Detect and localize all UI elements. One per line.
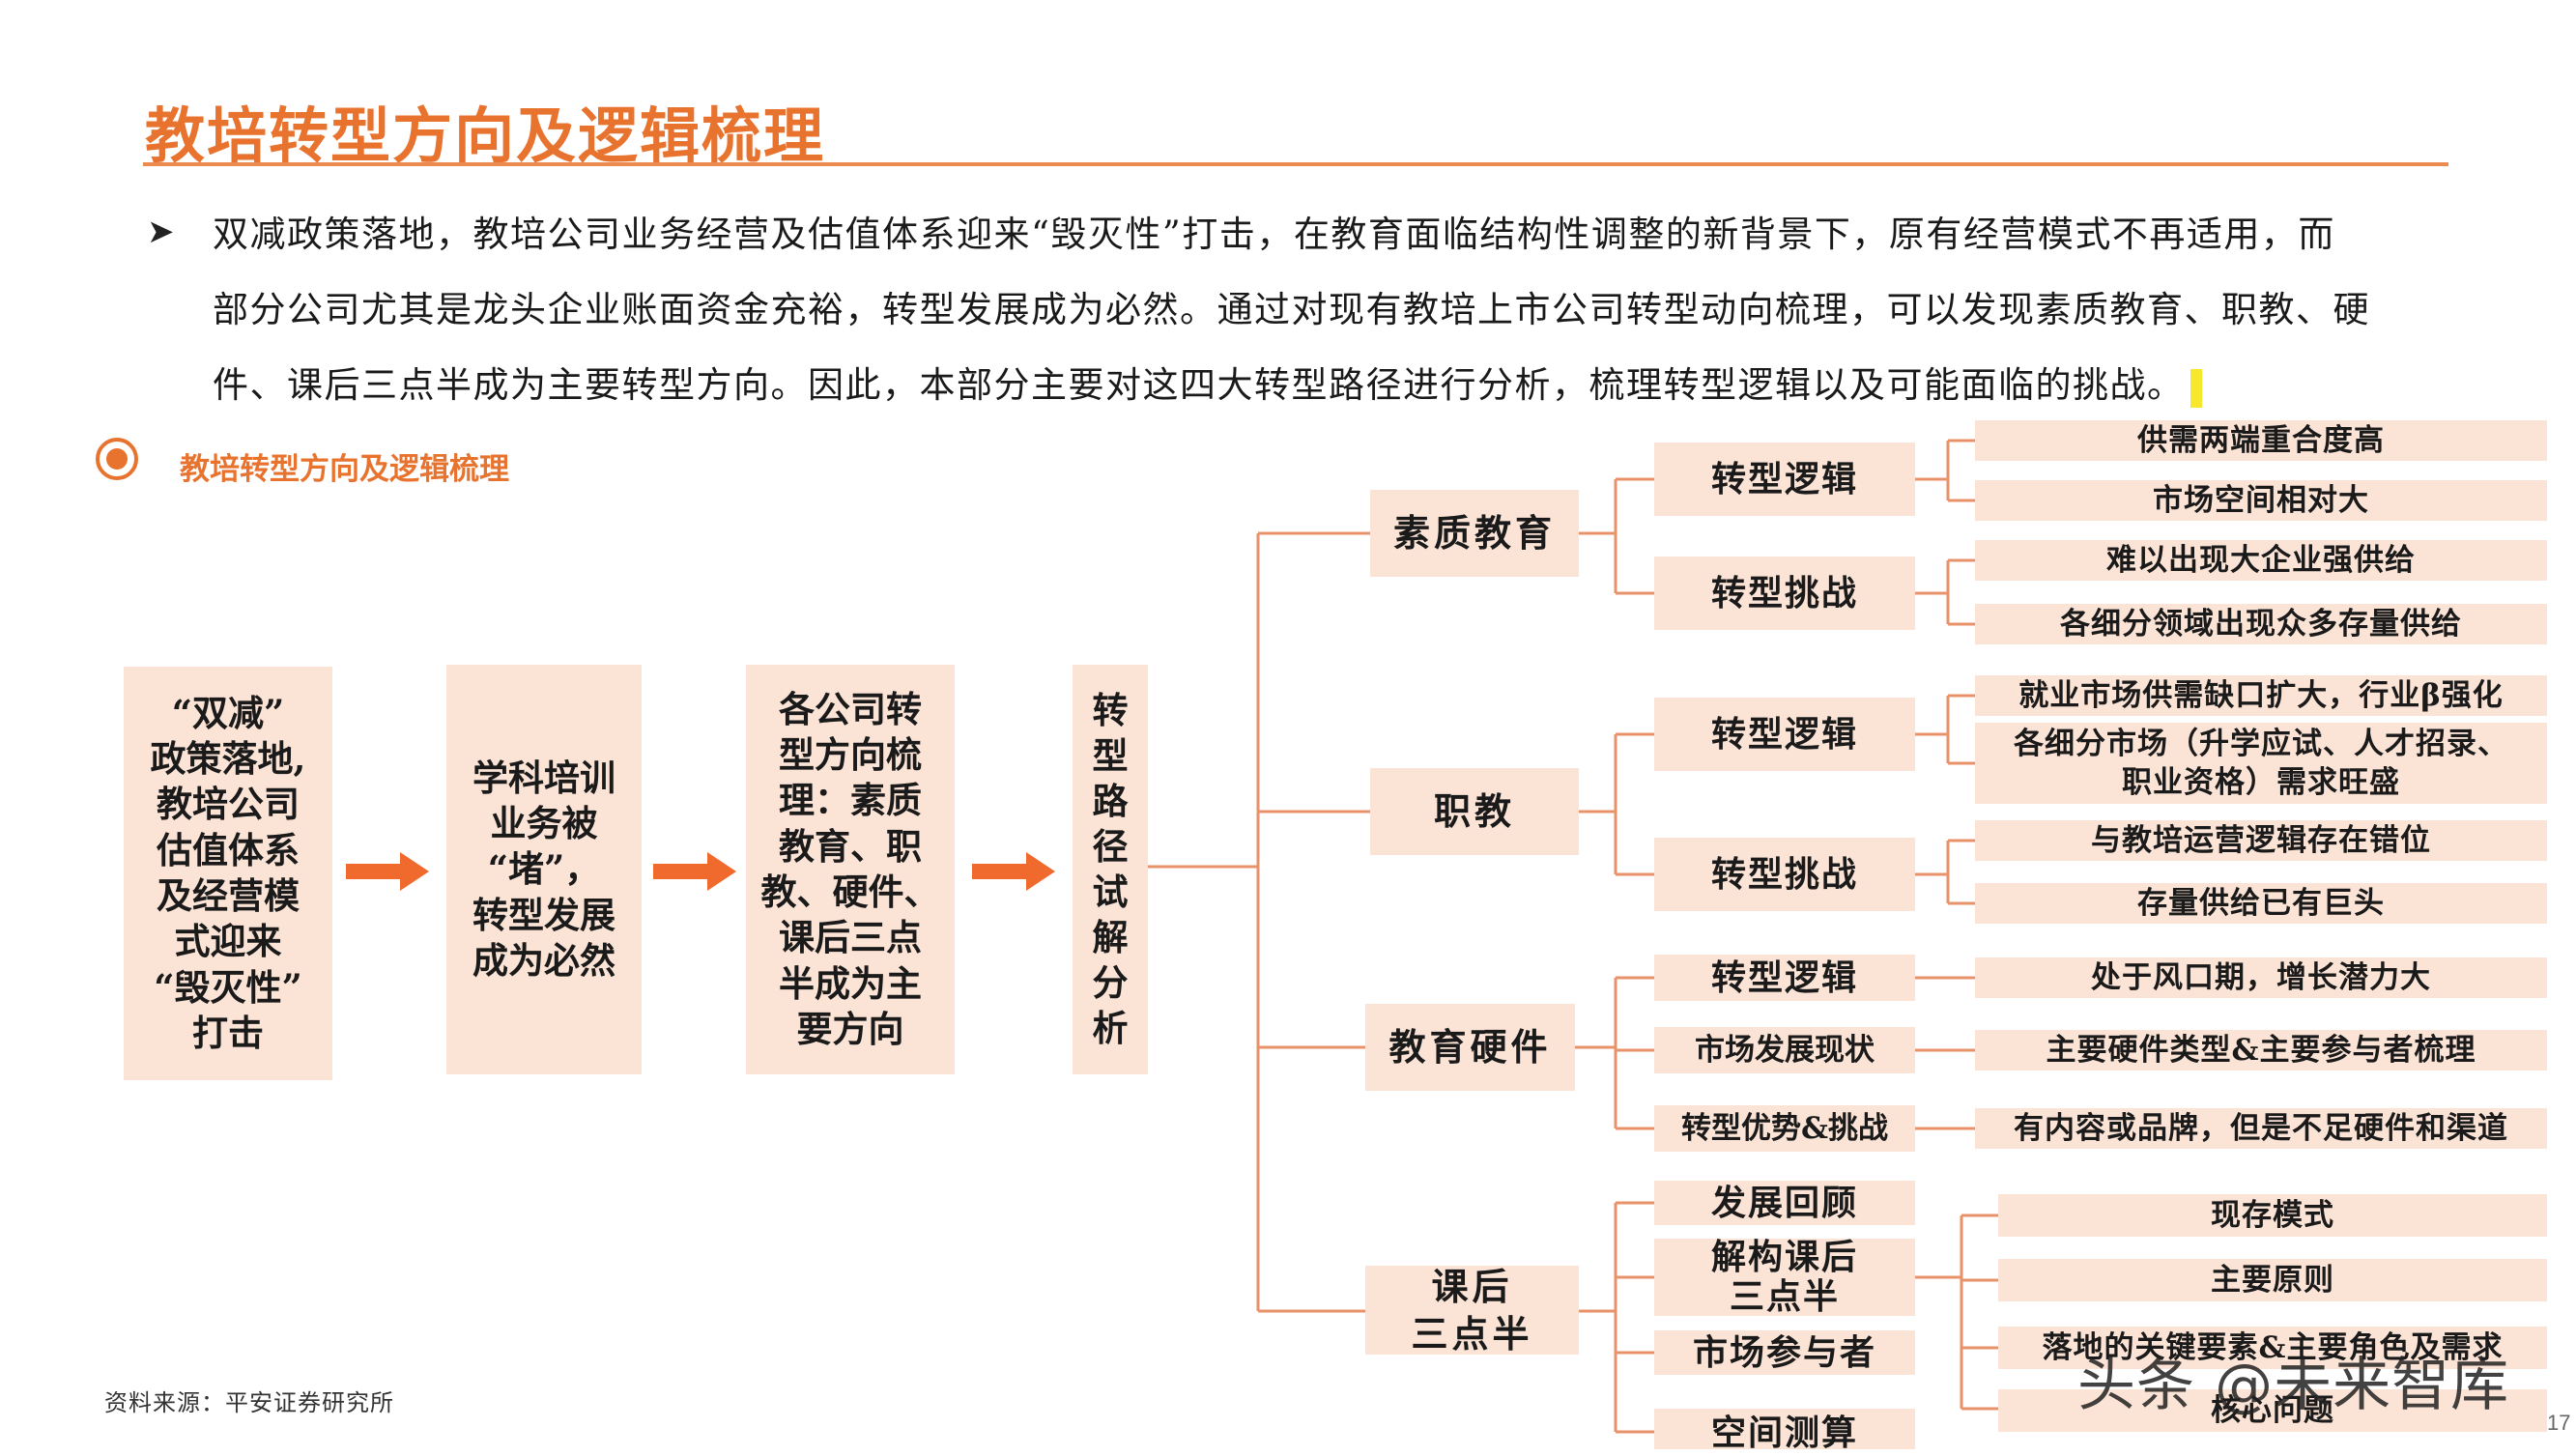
leaf-quality-challenge-1: 难以出现大企业强供给 bbox=[1975, 540, 2547, 581]
arrow-right-icon bbox=[346, 852, 429, 891]
category-after-school-line2: 三点半 bbox=[1411, 1312, 1533, 1356]
bullet-line-1: 双减政策落地，教培公司业务经营及估值体系迎来“毁灭性”打击，在教育面临结构性调整… bbox=[213, 214, 2335, 255]
flow-text-line: 成为必然 bbox=[472, 939, 615, 983]
flow-box-company-direction-text: 各公司转 型方向梳 理：素质 教育、职 教、硬件、 课后三点 半成为主 要方向 bbox=[761, 687, 940, 1053]
node-quality-challenge: 转型挑战 bbox=[1654, 557, 1915, 630]
leaf-quality-challenge-2: 各细分领域出现众多存量供给 bbox=[1975, 604, 2547, 644]
page-title: 教培转型方向及逻辑梳理 bbox=[145, 100, 826, 171]
watermark: 头条 @未来智库 bbox=[2077, 1352, 2510, 1419]
category-after-school: 课后 三点半 bbox=[1365, 1264, 1579, 1356]
node-afterschool-deconstruct-line2: 三点半 bbox=[1729, 1276, 1840, 1317]
arrow-right-icon bbox=[653, 852, 736, 891]
node-hardware-logic: 转型逻辑 bbox=[1654, 955, 1915, 1001]
node-vocational-challenge: 转型挑战 bbox=[1654, 838, 1915, 911]
flow-text-char: 路 bbox=[1092, 780, 1129, 823]
flow-text-line: 式迎来 bbox=[174, 920, 282, 963]
leaf-afterschool-key-factors: 落地的关键要素&主要角色及需求 bbox=[1998, 1327, 2547, 1369]
leaf-hardware-logic: 处于风口期，增长潜力大 bbox=[1975, 957, 2547, 998]
flow-text-line: 教培公司 bbox=[156, 783, 300, 826]
flow-text-line: 打击 bbox=[191, 1012, 264, 1055]
leaf-vocational-challenge-2: 存量供给已有巨头 bbox=[1975, 883, 2547, 924]
leaf-vocational-logic-1: 就业市场供需缺口扩大，行业β强化 bbox=[1975, 675, 2547, 716]
flow-text-char: 型 bbox=[1092, 734, 1129, 778]
flow-text-line: “双减” bbox=[171, 691, 285, 734]
node-afterschool-participants: 市场参与者 bbox=[1654, 1330, 1915, 1375]
flow-text-line: 及经营模 bbox=[156, 874, 300, 917]
flow-text-line: 要方向 bbox=[796, 1008, 904, 1051]
bullet-line-3-text: 件、课后三点半成为主要转型方向。因此，本部分主要对这四大转型路径进行分析，梳理转… bbox=[213, 364, 2185, 406]
node-vocational-logic: 转型逻辑 bbox=[1654, 698, 1915, 771]
page-number: 17 bbox=[2547, 1411, 2571, 1435]
leaf-quality-logic-1: 供需两端重合度高 bbox=[1975, 420, 2547, 461]
node-hardware-status: 市场发展现状 bbox=[1654, 1027, 1915, 1073]
category-after-school-line1: 课后 bbox=[1431, 1264, 1513, 1308]
chevron-right-icon: ➤ bbox=[147, 213, 175, 251]
arrow-right-icon bbox=[972, 852, 1055, 891]
flow-text-char: 试 bbox=[1092, 871, 1129, 913]
leaf-vocational-logic-2-line1: 各细分市场（升学应试、人才招录、 bbox=[2014, 726, 2508, 761]
flow-text-line: 学科培训 bbox=[472, 756, 615, 799]
flow-text-line: 各公司转 bbox=[779, 687, 922, 730]
node-afterschool-deconstruct: 解构课后 三点半 bbox=[1654, 1236, 1915, 1317]
node-afterschool-review: 发展回顾 bbox=[1654, 1181, 1915, 1225]
flow-text-line: 政策落地, bbox=[150, 736, 306, 780]
node-afterschool-deconstruct-line1: 解构课后 bbox=[1710, 1236, 1858, 1277]
bullet-line-2: 部分公司尤其是龙头企业账面资金充裕，转型发展成为必然。通过对现有教培上市公司转型… bbox=[213, 289, 2370, 330]
highlight-marker bbox=[2190, 368, 2202, 408]
node-hardware-advantage: 转型优势&挑战 bbox=[1654, 1105, 1915, 1152]
leaf-vocational-logic-2: 各细分市场（升学应试、人才招录、 职业资格）需求旺盛 bbox=[1975, 723, 2547, 804]
flow-text-char: 解 bbox=[1092, 915, 1129, 958]
flow-box-policy: “双减” 政策落地, 教培公司 估值体系 及经营模 式迎来 “毁灭性” 打击 bbox=[124, 667, 332, 1080]
leaf-hardware-status: 主要硬件类型&主要参与者梳理 bbox=[1975, 1030, 2547, 1071]
category-quality-education: 素质教育 bbox=[1370, 490, 1579, 577]
flow-box-transform-path: 转 型 路 径 试 解 分 析 bbox=[1073, 665, 1148, 1074]
source-note: 资料来源：平安证券研究所 bbox=[104, 1389, 394, 1416]
flow-text-line: 估值体系 bbox=[156, 828, 300, 871]
category-vocational: 职教 bbox=[1370, 768, 1579, 855]
leaf-vocational-logic-2-line2: 职业资格）需求旺盛 bbox=[2122, 765, 2400, 800]
flow-text-line: 业务被 bbox=[490, 801, 598, 844]
target-icon bbox=[96, 438, 138, 480]
section-label: 教培转型方向及逻辑梳理 bbox=[180, 452, 509, 487]
flow-text-char: 分 bbox=[1092, 960, 1129, 1004]
flow-text-line: 理：素质 bbox=[779, 779, 922, 822]
flow-text-line: “毁灭性” bbox=[154, 965, 302, 1009]
category-education-hardware: 教育硬件 bbox=[1365, 1004, 1575, 1091]
flow-text-line: 型方向梳 bbox=[779, 732, 922, 776]
flow-text-line: 课后三点 bbox=[779, 916, 922, 959]
flow-box-company-direction: 各公司转 型方向梳 理：素质 教育、职 教、硬件、 课后三点 半成为主 要方向 bbox=[746, 665, 955, 1074]
leaf-quality-logic-2: 市场空间相对大 bbox=[1975, 480, 2547, 521]
flow-box-subject-training: 学科培训 业务被 “堵”， 转型发展 成为必然 bbox=[446, 665, 642, 1074]
flow-text-line: 转型发展 bbox=[472, 893, 615, 936]
leaf-hardware-advantage: 有内容或品牌，但是不足硬件和渠道 bbox=[1975, 1108, 2547, 1149]
flow-box-transform-path-text: 转 型 路 径 试 解 分 析 bbox=[1093, 688, 1129, 1051]
flow-box-policy-text: “双减” 政策落地, 教培公司 估值体系 及经营模 式迎来 “毁灭性” 打击 bbox=[151, 691, 306, 1057]
flow-text-line: “堵”， bbox=[487, 847, 601, 891]
flow-text-line: 教、硬件、 bbox=[760, 871, 940, 913]
flow-box-subject-training-text: 学科培训 业务被 “堵”， 转型发展 成为必然 bbox=[472, 756, 615, 985]
flow-text-line: 半成为主 bbox=[779, 961, 922, 1005]
node-afterschool-space: 空间测算 bbox=[1654, 1409, 1915, 1453]
title-divider bbox=[143, 162, 2448, 166]
leaf-vocational-challenge-1: 与教培运营逻辑存在错位 bbox=[1975, 820, 2547, 861]
flow-text-char: 转 bbox=[1092, 689, 1129, 732]
leaf-afterschool-mode: 现存模式 bbox=[1998, 1194, 2547, 1237]
flow-text-char: 析 bbox=[1092, 1006, 1129, 1049]
leaf-afterschool-core-issue: 核心问题 bbox=[1998, 1389, 2547, 1432]
bullet-line-3: 件、课后三点半成为主要转型方向。因此，本部分主要对这四大转型路径进行分析，梳理转… bbox=[213, 356, 2202, 408]
flow-text-line: 教育、职 bbox=[779, 824, 922, 868]
leaf-afterschool-principle: 主要原则 bbox=[1998, 1259, 2547, 1301]
node-quality-logic: 转型逻辑 bbox=[1654, 443, 1915, 516]
flow-text-char: 径 bbox=[1092, 825, 1129, 869]
